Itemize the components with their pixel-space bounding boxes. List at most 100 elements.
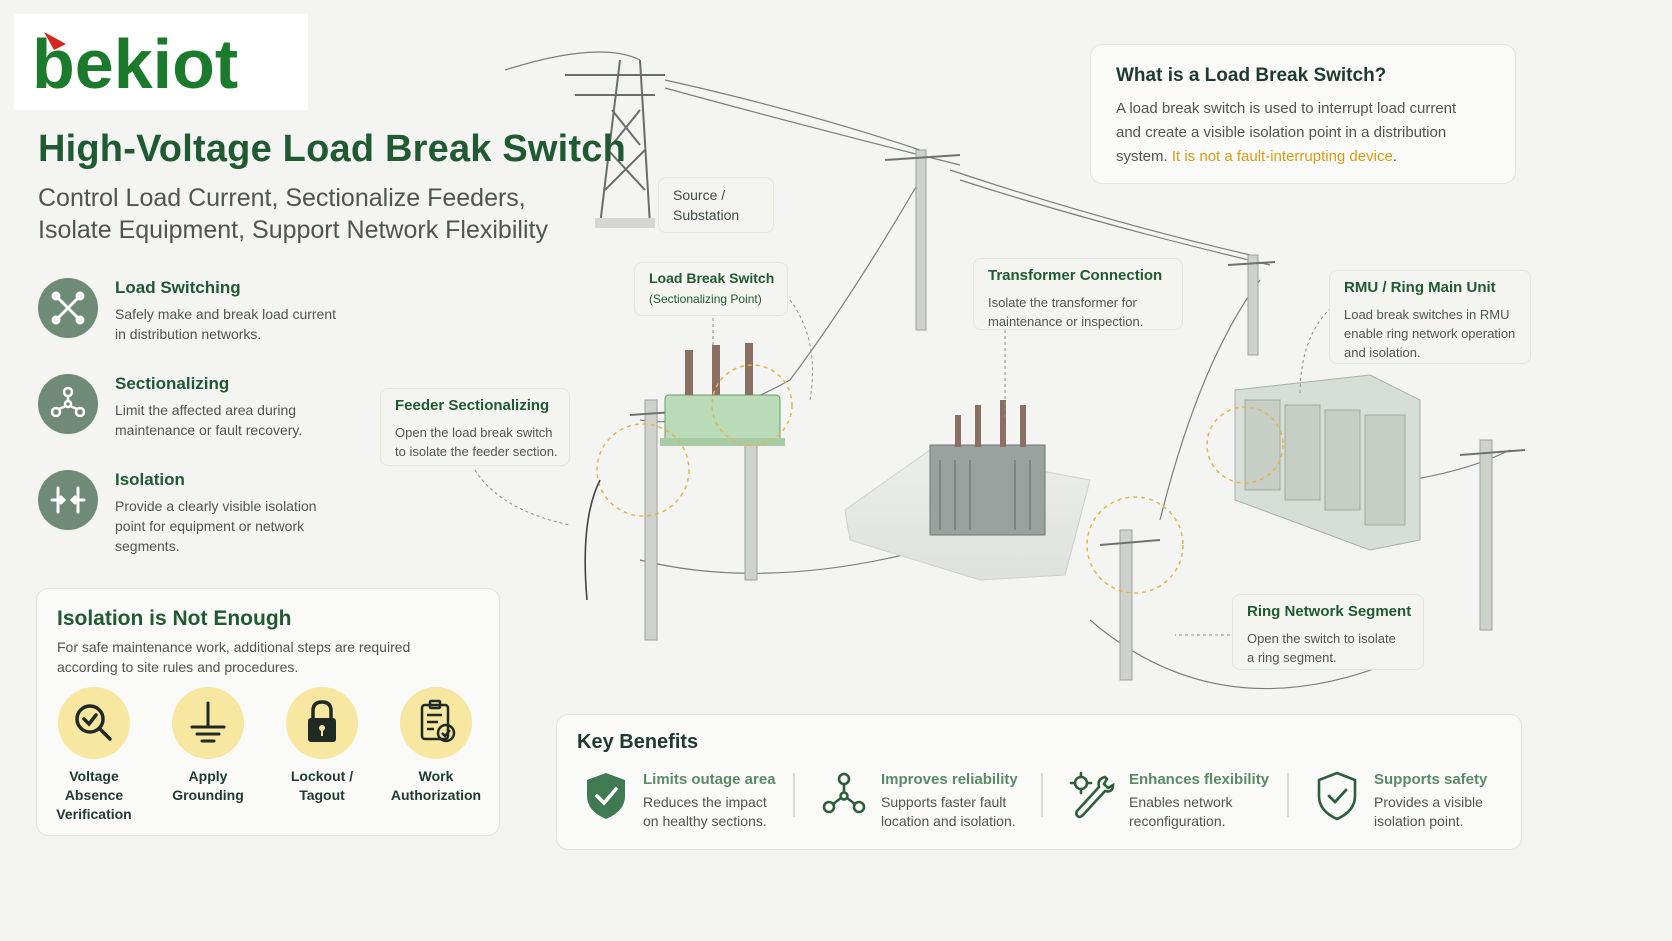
callout-line: Substation — [673, 207, 740, 223]
highlight-text: It is not a fault-interrupting device — [1171, 148, 1393, 165]
card-description: A load break switch is used to interrupt… — [1116, 97, 1496, 169]
benefit-line: reconfiguration. — [1129, 813, 1226, 829]
card-line: For safe maintenance work, additional st… — [57, 639, 411, 655]
card-line: and create a visible isolation point in … — [1116, 124, 1447, 141]
rmu-cabinet — [1234, 374, 1421, 551]
card-title: Isolation is Not Enough — [57, 607, 292, 630]
step-label-line: Grounding — [172, 787, 244, 803]
feature-line: segments. — [115, 538, 180, 554]
benefit-text: Reduces the impact on healthy sections. — [643, 793, 803, 831]
padlock-icon — [286, 687, 358, 759]
card-description: For safe maintenance work, additional st… — [57, 637, 457, 677]
what-is-card: What is a Load Break Switch? A load brea… — [1090, 44, 1516, 184]
step-label-line: Authorization — [390, 787, 482, 803]
callout-load-break-switch: Load Break Switch (Sectionalizing Point) — [634, 262, 788, 316]
benefit-line: on healthy sections. — [643, 813, 767, 829]
callout-transformer-connection: Transformer Connection Isolate the trans… — [973, 258, 1183, 330]
company-logo: bekiot — [14, 14, 308, 110]
step-label: Lockout / Tagout — [267, 767, 377, 805]
benefit-line: isolation point. — [1374, 813, 1464, 829]
benefit-limits-outage: Limits outage area Reduces the impact on … — [581, 769, 811, 839]
card-line: A load break switch is used to interrupt… — [1116, 100, 1457, 117]
logo-wordmark: bekiot — [32, 25, 238, 103]
benefit-line: Enables network — [1129, 794, 1233, 810]
feature-line: maintenance or fault recovery. — [115, 422, 303, 438]
wrench-gear-icon — [1069, 771, 1115, 819]
feature-line: point for equipment or network — [115, 518, 305, 534]
benefit-line: Provides a visible — [1374, 794, 1483, 810]
callout-line: Source / — [673, 187, 726, 203]
card-text: . — [1392, 148, 1397, 165]
callout-rmu: RMU / Ring Main Unit Load break switches… — [1329, 270, 1531, 364]
callout-title: RMU / Ring Main Unit — [1344, 279, 1496, 296]
card-title: Key Benefits — [577, 731, 699, 753]
card-line: according to site rules and procedures. — [57, 659, 299, 675]
benefit-title: Supports safety — [1374, 771, 1488, 788]
step-label-line: Tagout — [299, 787, 345, 803]
feature-description: Provide a clearly visible isolation poin… — [115, 496, 365, 556]
step-label-line: Work — [418, 768, 454, 784]
network-nodes-icon — [38, 374, 98, 434]
callout-title: Feeder Sectionalizing — [395, 397, 550, 414]
callout-title: Load Break Switch — [649, 270, 775, 286]
feature-line: Limit the affected area during — [115, 402, 297, 418]
feature-load-switching: Load Switching Safely make and break loa… — [38, 278, 368, 368]
callout-line: enable ring network operation — [1344, 326, 1516, 341]
callout-title: Ring Network Segment — [1247, 603, 1412, 620]
benefit-title: Improves reliability — [881, 771, 1018, 788]
feature-sectionalizing: Sectionalizing Limit the affected area d… — [38, 374, 368, 464]
callout-text: Open the load break switch to isolate the… — [395, 423, 558, 461]
page-subtitle: Control Load Current, Sectionalize Feede… — [38, 182, 598, 246]
callout-text: Source / Substation — [673, 185, 739, 225]
benefit-line: Reduces the impact — [643, 794, 767, 810]
step-label-line: Verification — [56, 806, 132, 822]
subtitle-line-2: Isolate Equipment, Support Network Flexi… — [38, 216, 548, 244]
ground-symbol-icon — [172, 687, 244, 759]
divider — [1287, 773, 1289, 817]
benefit-title: Limits outage area — [643, 771, 776, 788]
divider — [1041, 773, 1043, 817]
feature-isolation: Isolation Provide a clearly visible isol… — [38, 470, 368, 560]
feature-title: Sectionalizing — [115, 374, 230, 393]
feature-title: Isolation — [115, 470, 185, 489]
magnifier-check-icon — [58, 687, 130, 759]
callout-line: Open the load break switch — [395, 425, 553, 440]
callout-ring-network-segment: Ring Network Segment Open the switch to … — [1232, 594, 1424, 670]
callout-subtitle: (Sectionalizing Point) — [649, 292, 762, 306]
isolation-gap-icon — [38, 470, 98, 530]
feature-title: Load Switching — [115, 278, 241, 297]
card-line: system. It is not a fault-interrupting d… — [1116, 145, 1496, 169]
callout-line: maintenance or inspection. — [988, 314, 1144, 329]
divider — [793, 773, 795, 817]
step-label-line: Lockout / — [290, 768, 354, 784]
callout-line: Open the switch to isolate — [1247, 631, 1396, 646]
callout-line: a ring segment. — [1247, 650, 1337, 665]
benefit-text: Provides a visible isolation point. — [1374, 793, 1534, 831]
page-title: High-Voltage Load Break Switch — [38, 128, 627, 170]
step-lockout-tagout: Lockout / Tagout — [267, 687, 377, 805]
benefit-title: Enhances flexibility — [1129, 771, 1270, 788]
network-nodes-icon — [822, 772, 866, 814]
callout-line: to isolate the feeder section. — [395, 444, 558, 459]
benefit-enhances-flexibility: Enhances flexibility Enables network reco… — [1067, 769, 1297, 839]
benefit-text: Enables network reconfiguration. — [1129, 793, 1289, 831]
subtitle-line-1: Control Load Current, Sectionalize Feede… — [38, 184, 526, 212]
switch-cross-icon — [38, 278, 98, 338]
load-break-switch-unit — [660, 343, 785, 446]
feature-description: Safely make and break load current in di… — [115, 304, 365, 344]
isolation-not-enough-card: Isolation is Not Enough For safe mainten… — [36, 588, 500, 836]
feature-line: in distribution networks. — [115, 326, 262, 342]
benefit-supports-safety: Supports safety Provides a visible isolat… — [1312, 769, 1542, 839]
callout-text: Open the switch to isolate a ring segment… — [1247, 629, 1396, 667]
callout-line: and isolation. — [1344, 345, 1421, 360]
